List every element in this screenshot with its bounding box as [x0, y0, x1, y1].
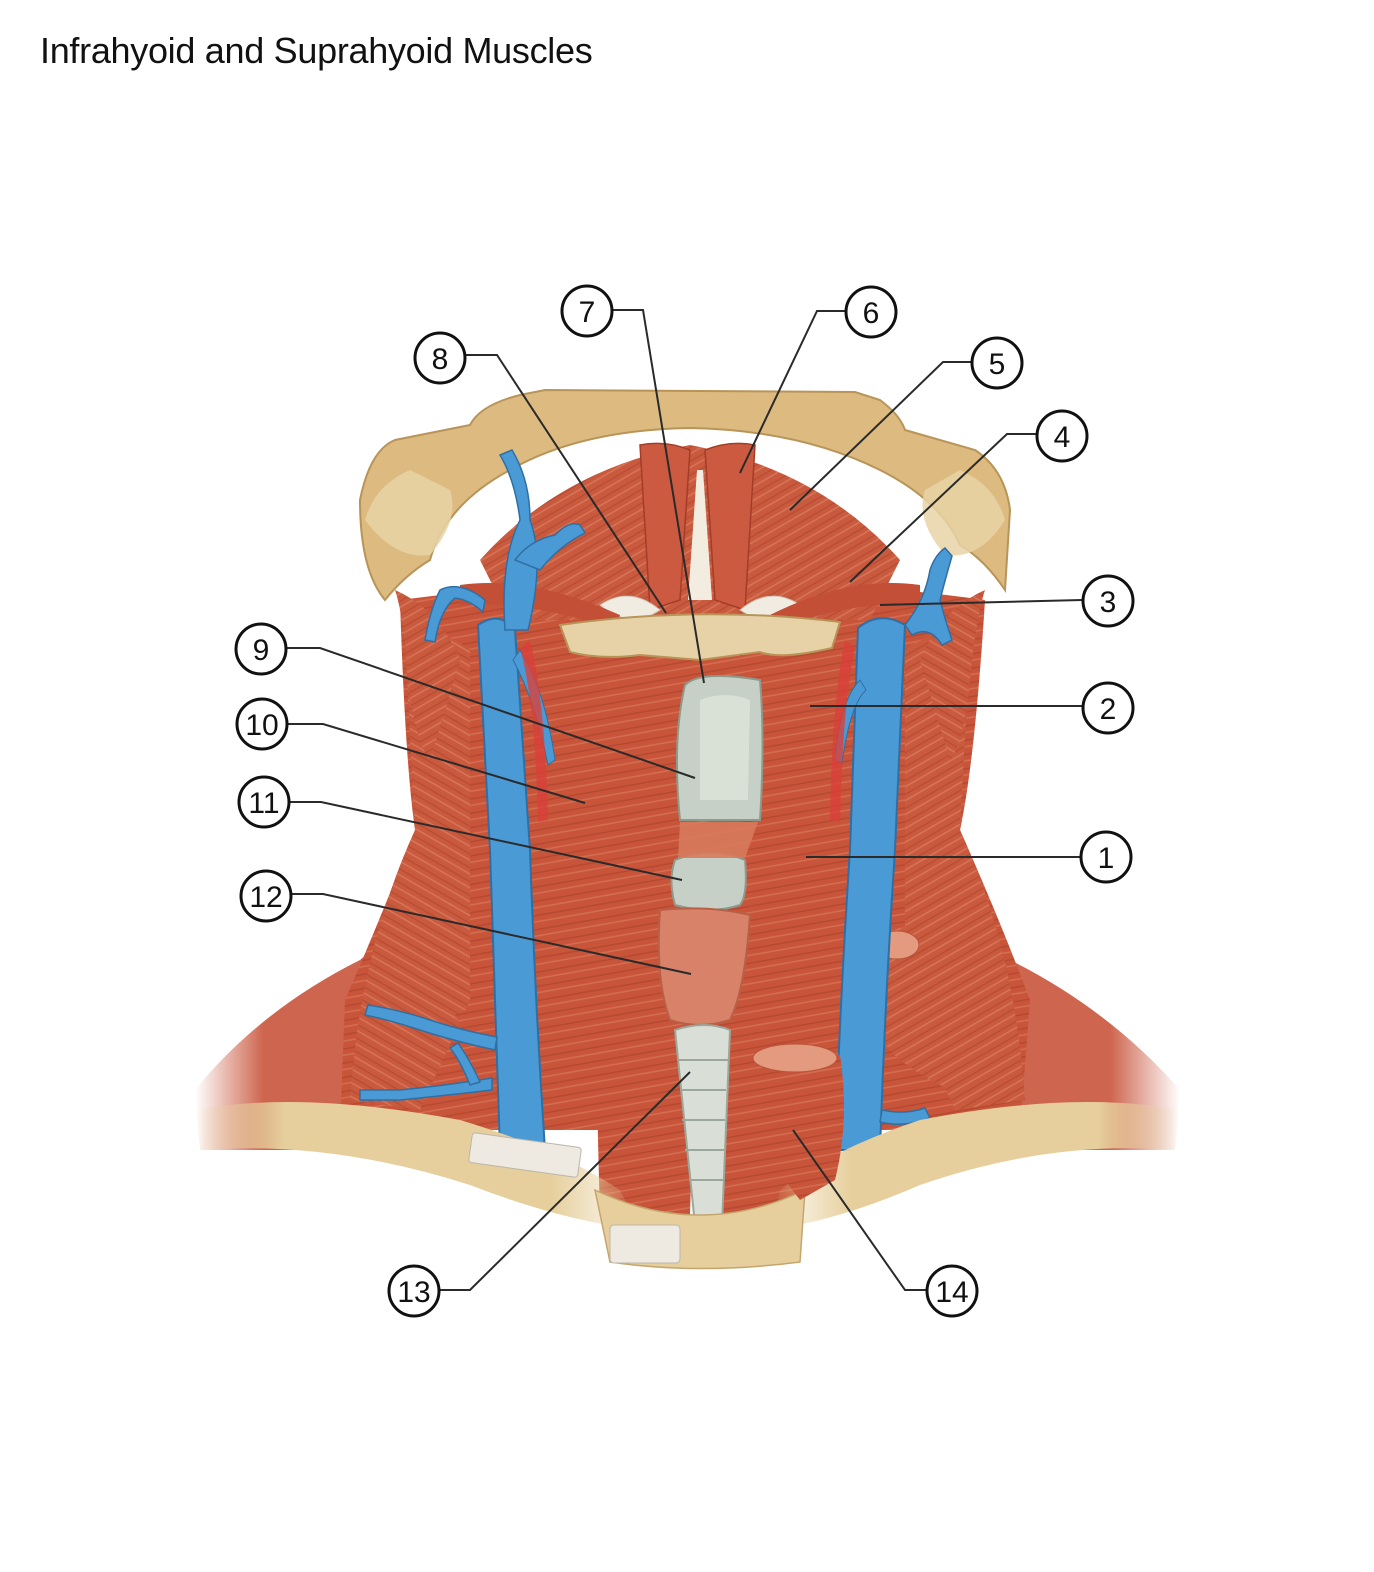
trachea: [673, 1024, 732, 1226]
leader-line-12: [292, 893, 692, 975]
svg-text:3: 3: [1100, 586, 1117, 619]
leader-line-4: [849, 433, 1037, 583]
leader-line-5: [789, 361, 972, 511]
callout-10: 10: [235, 697, 289, 751]
digastric-anterior-right: [704, 442, 756, 612]
omohyoid-left: [455, 655, 620, 1040]
callout-11: 11: [237, 775, 291, 829]
svg-text:2: 2: [1100, 693, 1117, 726]
omohyoid-right: [859, 928, 1000, 1105]
digastric-anterior-left: [639, 442, 691, 612]
callout-6: 6: [844, 285, 898, 339]
carotid-artery-right: [830, 640, 855, 822]
svg-text:7: 7: [579, 296, 596, 329]
mandible-cut-edge: [365, 470, 453, 556]
leader-line-13: [440, 1071, 691, 1291]
page-title: Infrahyoid and Suprahyoid Muscles: [40, 30, 593, 71]
thyroid-gland: [657, 907, 752, 1026]
leader-lines: [286, 309, 1083, 1291]
svg-text:1: 1: [1098, 842, 1115, 875]
lateral-neck-muscle-right: [905, 632, 1025, 1110]
cricoid-cartilage: [670, 851, 747, 911]
leader-line-9: [286, 647, 696, 779]
svg-text:10: 10: [245, 709, 278, 742]
leader-line-6: [739, 310, 846, 474]
hyoid-bone: [558, 613, 842, 662]
svg-text:14: 14: [935, 1276, 968, 1309]
callout-1: 1: [1079, 830, 1133, 884]
masseter-left: [395, 590, 460, 760]
lateral-neck-muscle-left: [350, 632, 470, 1110]
clavicle-right: [770, 1102, 1180, 1230]
sternocleidomastoid-cut-right: [745, 1052, 844, 1200]
leader-line-10: [288, 723, 586, 804]
stylohyoid-left: [460, 583, 620, 630]
callout-8: 8: [413, 331, 467, 385]
svg-text:5: 5: [989, 348, 1006, 381]
leader-line-14: [792, 1129, 927, 1291]
cricothyroid-muscle: [678, 822, 758, 858]
sternocleidomastoid-tendon-cut: [609, 1224, 681, 1264]
callout-2: 2: [1081, 681, 1135, 735]
callout-9: 9: [234, 622, 288, 676]
svg-text:13: 13: [397, 1276, 430, 1309]
leader-line-7: [611, 309, 705, 684]
callout-14: 14: [925, 1264, 979, 1318]
sternohyoid-left: [596, 660, 695, 1215]
callout-7: 7: [560, 284, 614, 338]
svg-text:9: 9: [253, 634, 270, 667]
leader-line-8: [465, 354, 667, 614]
svg-text:4: 4: [1054, 421, 1071, 454]
svg-text:8: 8: [432, 343, 449, 376]
leader-line-3: [879, 599, 1083, 606]
carotid-artery-left: [520, 640, 548, 822]
callout-5: 5: [970, 336, 1024, 390]
mandible-bone: [358, 388, 1012, 602]
clavicle-left: [195, 1102, 640, 1230]
svg-text:6: 6: [863, 297, 880, 330]
callout-12: 12: [239, 869, 293, 923]
svg-text:12: 12: [249, 881, 282, 914]
callout-3: 3: [1081, 574, 1135, 628]
leader-line-11: [290, 801, 683, 881]
jugular-vein-left: [359, 449, 587, 1151]
svg-text:11: 11: [248, 787, 279, 820]
callout-4: 4: [1035, 409, 1089, 463]
callout-13: 13: [387, 1264, 441, 1318]
